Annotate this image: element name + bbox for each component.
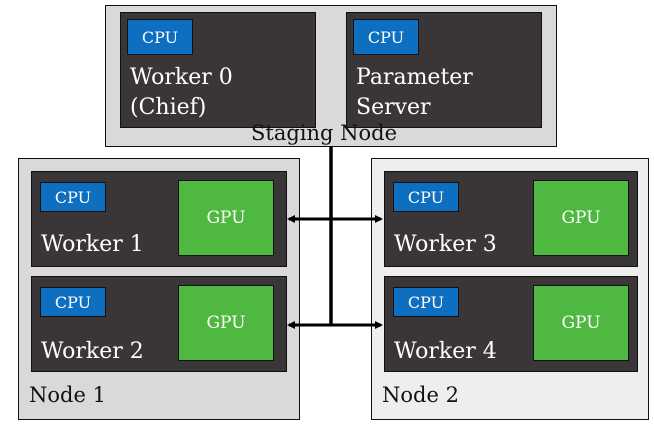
staging-node-label: Staging Node — [251, 121, 398, 145]
worker-1-label: Worker 1 — [41, 232, 144, 257]
chief-worker-line2: (Chief) — [130, 95, 207, 120]
worker-4-gpu-label: GPU — [561, 313, 601, 333]
worker-2-label: Worker 2 — [41, 339, 144, 364]
worker-4-label: Worker 4 — [394, 339, 497, 364]
parameter-server-box: CPU Parameter Server — [346, 12, 542, 128]
worker-2-cpu-chip: CPU — [40, 287, 106, 317]
node-2: CPU GPU Worker 3 CPU GPU Worker 4 Node 2 — [371, 158, 649, 420]
worker-1-gpu-label: GPU — [206, 208, 246, 228]
ps-label-line2: Server — [356, 95, 431, 120]
chief-worker-line1: Worker 0 — [130, 65, 233, 90]
worker-2-cpu-label: CPU — [54, 292, 92, 312]
worker-3-cpu-chip: CPU — [393, 182, 459, 212]
worker-1-gpu-chip: GPU — [178, 180, 274, 256]
worker-1-cpu-chip: CPU — [40, 182, 106, 212]
chief-cpu-label: CPU — [141, 27, 179, 47]
worker-3-label: Worker 3 — [394, 232, 497, 257]
ps-cpu-chip: CPU — [353, 19, 419, 55]
worker-4-cpu-chip: CPU — [393, 287, 459, 317]
chief-cpu-chip: CPU — [127, 19, 193, 55]
node-1-label: Node 1 — [29, 383, 106, 407]
worker-2-box: CPU GPU Worker 2 — [31, 276, 287, 372]
worker-3-gpu-chip: GPU — [533, 180, 629, 256]
worker-4-gpu-chip: GPU — [533, 285, 629, 361]
ps-cpu-label: CPU — [367, 27, 405, 47]
worker-2-gpu-chip: GPU — [178, 285, 274, 361]
worker-3-box: CPU GPU Worker 3 — [384, 171, 638, 267]
worker-1-cpu-label: CPU — [54, 187, 92, 207]
worker-4-box: CPU GPU Worker 4 — [384, 276, 638, 372]
worker-3-cpu-label: CPU — [407, 187, 445, 207]
worker-2-gpu-label: GPU — [206, 313, 246, 333]
staging-node: CPU Worker 0 (Chief) CPU Parameter Serve… — [105, 5, 557, 147]
ps-label-line1: Parameter — [356, 65, 473, 90]
chief-worker-label: Worker 0 (Chief) — [130, 63, 233, 123]
worker-1-box: CPU GPU Worker 1 — [31, 171, 287, 267]
chief-worker-box: CPU Worker 0 (Chief) — [120, 12, 316, 128]
parameter-server-label: Parameter Server — [356, 63, 473, 123]
worker-4-cpu-label: CPU — [407, 292, 445, 312]
node-1: CPU GPU Worker 1 CPU GPU Worker 2 Node 1 — [18, 158, 300, 420]
worker-3-gpu-label: GPU — [561, 208, 601, 228]
node-2-label: Node 2 — [382, 383, 459, 407]
